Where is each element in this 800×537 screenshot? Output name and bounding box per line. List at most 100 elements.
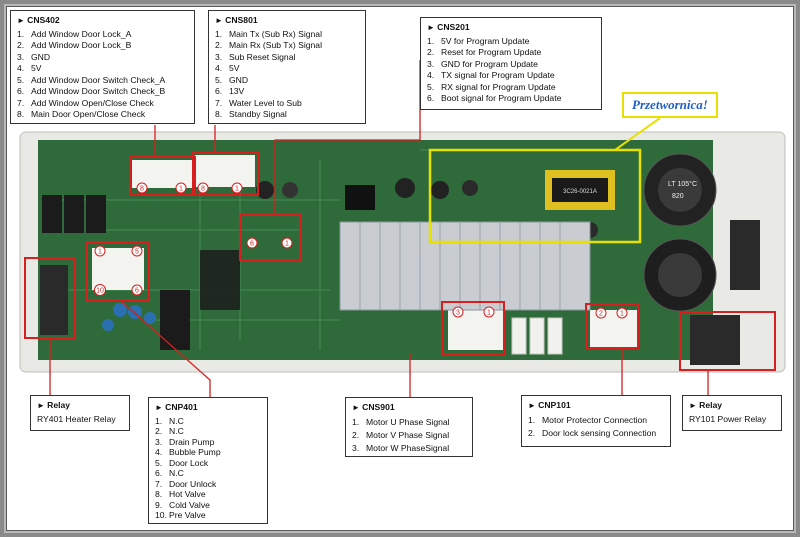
list-item: 1.Motor Protector Connection: [528, 414, 648, 425]
list-item: 5.Door Lock: [155, 457, 209, 468]
small-components: [102, 178, 598, 331]
cns201-title: CNS201: [427, 22, 595, 34]
svg-text:1: 1: [235, 186, 239, 193]
highlight-boxes: [24, 152, 776, 371]
ry101-highlight: [679, 311, 776, 371]
relay-ry101-title: Relay: [689, 400, 775, 412]
list-item: 1.Main Tx (Sub Rx) Signal: [215, 28, 322, 39]
cap-text-2: 820: [672, 193, 684, 200]
svg-text:6: 6: [250, 241, 254, 248]
cnp401-box: CNP401 1.N.C 2.N.C 3.Drain Pump 4.Bubble…: [148, 397, 268, 524]
pin-cns201-left: 6: [246, 237, 258, 249]
list-item: 4.5V: [17, 63, 42, 73]
pin-cns201-right: 1: [281, 237, 293, 249]
pin-cnp401-tr: 5: [131, 245, 143, 257]
svg-text:1: 1: [285, 241, 289, 248]
list-item: 3.Sub Reset Signal: [215, 51, 296, 62]
pin-cnp401-bl: 10: [94, 284, 106, 296]
pin-cnp101-left: 2: [595, 307, 607, 319]
list-item: 4.5V: [215, 63, 240, 73]
list-item: 1.N.C: [155, 415, 184, 426]
cnp101-list: 1.Motor Protector Connection 2.Door lock…: [528, 414, 664, 440]
relay-ry401-text: RY401 Heater Relay: [37, 413, 116, 424]
svg-text:2: 2: [599, 311, 603, 318]
list-item: 7.Door Unlock: [155, 478, 217, 489]
converter-callout: Przetwornica!: [622, 92, 718, 118]
svg-text:3: 3: [456, 310, 460, 317]
list-item: 2.Reset for Program Update: [427, 47, 542, 57]
cns402-highlight: [129, 156, 196, 196]
list-item: 7.Water Level to Sub: [215, 97, 302, 108]
leader-converter: [614, 117, 661, 151]
pin-badges: 8 1 8 1 6 1 1 5 10 6 3 1 2 1: [94, 182, 628, 319]
list-item: 6.N.C: [155, 468, 184, 478]
converter-highlight: [428, 148, 642, 244]
cns201-list: 1.5V for Program Update 2.Reset for Prog…: [427, 36, 595, 105]
list-item: 10.Pre Valve: [155, 510, 206, 520]
list-item: 5.RX signal for Program Update: [427, 81, 556, 92]
pin-cns901-left: 3: [452, 306, 464, 318]
list-item: 9.Cold Valve: [155, 499, 210, 510]
cnp401-highlight: [86, 241, 150, 301]
cnp401-list: 1.N.C 2.N.C 3.Drain Pump 4.Bubble Pump 5…: [155, 416, 261, 521]
list-item: 1.Motor U Phase Signal: [352, 416, 450, 427]
big-capacitors: [643, 153, 717, 312]
list-item: 8.Standby Signal: [215, 109, 287, 119]
svg-text:5: 5: [135, 249, 139, 256]
list-item: 2.N.C: [155, 426, 184, 436]
list-item: 1.5V for Program Update: [427, 35, 530, 46]
svg-text:1: 1: [98, 249, 102, 256]
cns901-box: CNS901 1.Motor U Phase Signal 2.Motor V …: [345, 397, 473, 457]
svg-text:8: 8: [201, 186, 205, 193]
list-item: 8.Main Door Open/Close Check: [17, 109, 146, 119]
cns201-highlight: [239, 214, 301, 261]
list-item: 2.Door lock sensing Connection: [528, 427, 657, 438]
cns402-list: 1.Add Window Door Lock_A 2.Add Window Do…: [17, 29, 188, 121]
list-item: 5.Add Window Door Switch Check_A: [17, 74, 166, 85]
relay-ry101-text: RY101 Power Relay: [689, 413, 767, 424]
list-item: 2.Add Window Door Lock_B: [17, 40, 132, 50]
list-item: 1.Add Window Door Lock_A: [17, 28, 132, 39]
cns402-title: CNS402: [17, 15, 188, 27]
cns901-highlight: [441, 301, 505, 355]
list-item: 2.Main Rx (Sub Tx) Signal: [215, 40, 322, 50]
ry401-body: [40, 265, 68, 335]
cns801-box: CNS801 1.Main Tx (Sub Rx) Signal 2.Main …: [208, 10, 366, 124]
pin-cnp101-right: 1: [616, 307, 628, 319]
cns402-box: CNS402 1.Add Window Door Lock_A 2.Add Wi…: [10, 10, 195, 124]
cnp101-box: CNP101 1.Motor Protector Connection 2.Do…: [521, 395, 671, 447]
pin-cns801-left: 8: [197, 182, 209, 194]
svg-text:8: 8: [140, 186, 144, 193]
pin-cns402-left: 8: [136, 182, 148, 194]
cnp101-highlight: [585, 303, 639, 349]
pin-cns801-right: 1: [231, 182, 243, 194]
cns801-list: 1.Main Tx (Sub Rx) Signal 2.Main Rx (Sub…: [215, 29, 359, 121]
list-item: 6.13V: [215, 86, 245, 96]
relay-ry401-box: Relay RY401 Heater Relay: [30, 395, 130, 431]
list-item: 3.GND for Program Update: [427, 58, 538, 69]
side-relay: [730, 220, 760, 290]
list-item: 3.Motor W PhaseSignal: [352, 442, 450, 453]
heatsink: [339, 221, 591, 311]
list-item: 6.Add Window Door Switch Check_B: [17, 86, 166, 96]
list-item: 5.GND: [215, 74, 249, 85]
list-item: 3.GND: [17, 51, 51, 62]
list-item: 3.Drain Pump: [155, 436, 215, 447]
leader-cnp401: [119, 299, 211, 397]
relay-ry101-box: Relay RY101 Power Relay: [682, 395, 782, 431]
cns801-body: [195, 155, 255, 187]
pin-cns901-right: 1: [483, 306, 495, 318]
cns901-list: 1.Motor U Phase Signal 2.Motor V Phase S…: [352, 416, 466, 455]
relay-ry401-title: Relay: [37, 400, 123, 412]
pin-cnp401-br: 6: [131, 284, 143, 296]
svg-text:1: 1: [620, 311, 624, 318]
cnp101-title: CNP101: [528, 400, 664, 412]
pin-cnp401-tl: 1: [94, 245, 106, 257]
svg-text:1: 1: [487, 310, 491, 317]
cns801-title: CNS801: [215, 15, 359, 27]
cnp401-title: CNP401: [155, 402, 261, 414]
resistors: [511, 317, 563, 355]
cns801-highlight: [192, 152, 259, 196]
